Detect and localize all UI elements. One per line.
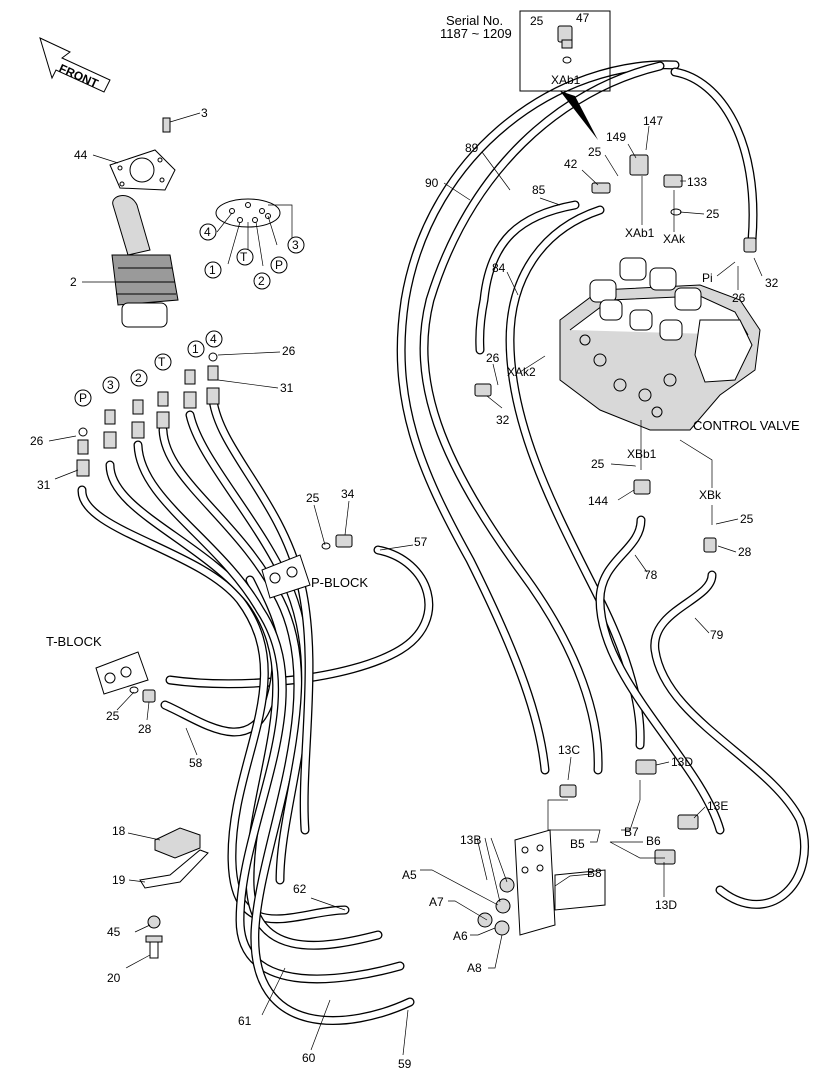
part-60: 60 <box>302 1051 316 1065</box>
part-45: 45 <box>107 925 121 939</box>
part-26-lower: 26 <box>30 434 44 448</box>
part-3: 3 <box>201 106 208 120</box>
port-3-upper: 3 <box>292 238 299 252</box>
part-13e: 13E <box>707 799 728 813</box>
part-2: 2 <box>70 275 77 289</box>
port-a7: A7 <box>429 895 444 909</box>
part-13d-lower: 13D <box>655 898 677 912</box>
part-18: 18 <box>112 824 126 838</box>
port-3-lower: 3 <box>107 378 114 392</box>
inset-part-25: 25 <box>530 14 544 28</box>
control-valve-label: CONTROL VALVE <box>693 418 800 433</box>
valve-fittings <box>474 154 757 865</box>
part-61: 61 <box>238 1014 252 1028</box>
serial-range: 1187 ~ 1209 <box>440 26 512 41</box>
part-144: 144 <box>588 494 608 508</box>
part-133: 133 <box>687 175 707 189</box>
port-pi: Pi <box>702 271 713 285</box>
part-25-xbk: 25 <box>740 512 754 526</box>
part-58: 58 <box>189 756 203 770</box>
part-25-xbb1: 25 <box>591 457 605 471</box>
control-valve <box>559 257 761 431</box>
p-block-label: P-BLOCK <box>311 575 368 590</box>
part-26-pi: 26 <box>732 291 746 305</box>
part-13d-upper: 13D <box>671 755 693 769</box>
part-13b: 13B <box>460 833 481 847</box>
port-t-lower: T <box>158 355 166 369</box>
port-xak2: XAk2 <box>507 365 536 379</box>
inset-port-xab1: XAb1 <box>551 73 581 87</box>
part-149: 149 <box>606 130 626 144</box>
part-20: 20 <box>107 971 121 985</box>
bracket-13b <box>477 829 606 936</box>
part-42: 42 <box>564 157 578 171</box>
serial-inset <box>519 10 611 140</box>
port-b5: B5 <box>570 837 585 851</box>
port-t-upper: T <box>240 250 248 264</box>
inset-part-47: 47 <box>576 11 590 25</box>
port-1-upper: 1 <box>209 263 216 277</box>
part-25-pblock: 25 <box>306 491 320 505</box>
part-28-xbk: 28 <box>738 545 752 559</box>
port-a5: A5 <box>402 868 417 882</box>
port-b8: B8 <box>587 866 602 880</box>
part-34: 34 <box>341 487 355 501</box>
part-28-tblock: 28 <box>138 722 152 736</box>
clamp-parts <box>139 827 209 959</box>
part-25-tblock: 25 <box>106 709 120 723</box>
port-a6: A6 <box>453 929 468 943</box>
part-62: 62 <box>293 882 307 896</box>
port-xbb1: XBb1 <box>627 447 657 461</box>
part-25-valve-a: 25 <box>588 145 602 159</box>
part-32-pi: 32 <box>765 276 779 290</box>
joystick-fittings <box>76 352 220 477</box>
hose-group <box>77 60 809 1025</box>
part-32-xak2: 32 <box>496 413 510 427</box>
port-p-upper: P <box>275 258 283 272</box>
part-59: 59 <box>398 1057 412 1071</box>
part-31-upper: 31 <box>280 381 294 395</box>
port-2-lower: 2 <box>135 371 142 385</box>
serial-label: Serial No. <box>446 13 503 28</box>
part-44: 44 <box>74 148 88 162</box>
t-block-label: T-BLOCK <box>46 634 102 649</box>
part-26-xak2: 26 <box>486 351 500 365</box>
port-b7: B7 <box>624 825 639 839</box>
port-2-upper: 2 <box>258 274 265 288</box>
part-31-lower: 31 <box>37 478 51 492</box>
port-1-lower: 1 <box>192 342 199 356</box>
part-25-valve-b: 25 <box>706 207 720 221</box>
part-89: 89 <box>465 141 479 155</box>
port-a8: A8 <box>467 961 482 975</box>
part-79: 79 <box>710 628 724 642</box>
port-b6: B6 <box>646 834 661 848</box>
part-78: 78 <box>644 568 658 582</box>
leader-lines <box>48 112 763 1056</box>
port-p-lower: P <box>79 391 87 405</box>
part-147: 147 <box>643 114 663 128</box>
port-xab1: XAb1 <box>625 226 655 240</box>
part-84: 84 <box>492 261 506 275</box>
part-57: 57 <box>414 535 428 549</box>
part-85: 85 <box>532 183 546 197</box>
part-19: 19 <box>112 873 126 887</box>
port-xbk: XBk <box>699 488 722 502</box>
labels: Serial No. 1187 ~ 1209 25 47 XAb1 CONTRO… <box>30 11 800 1071</box>
part-90: 90 <box>425 176 439 190</box>
joystick-assembly <box>109 117 281 328</box>
port-4-lower: 4 <box>210 332 217 346</box>
part-26-upper: 26 <box>282 344 296 358</box>
part-13c: 13C <box>558 743 580 757</box>
blocks <box>95 534 353 703</box>
port-xak: XAk <box>663 232 686 246</box>
front-arrow: FRONT <box>39 37 111 93</box>
port-4-upper: 4 <box>204 225 211 239</box>
